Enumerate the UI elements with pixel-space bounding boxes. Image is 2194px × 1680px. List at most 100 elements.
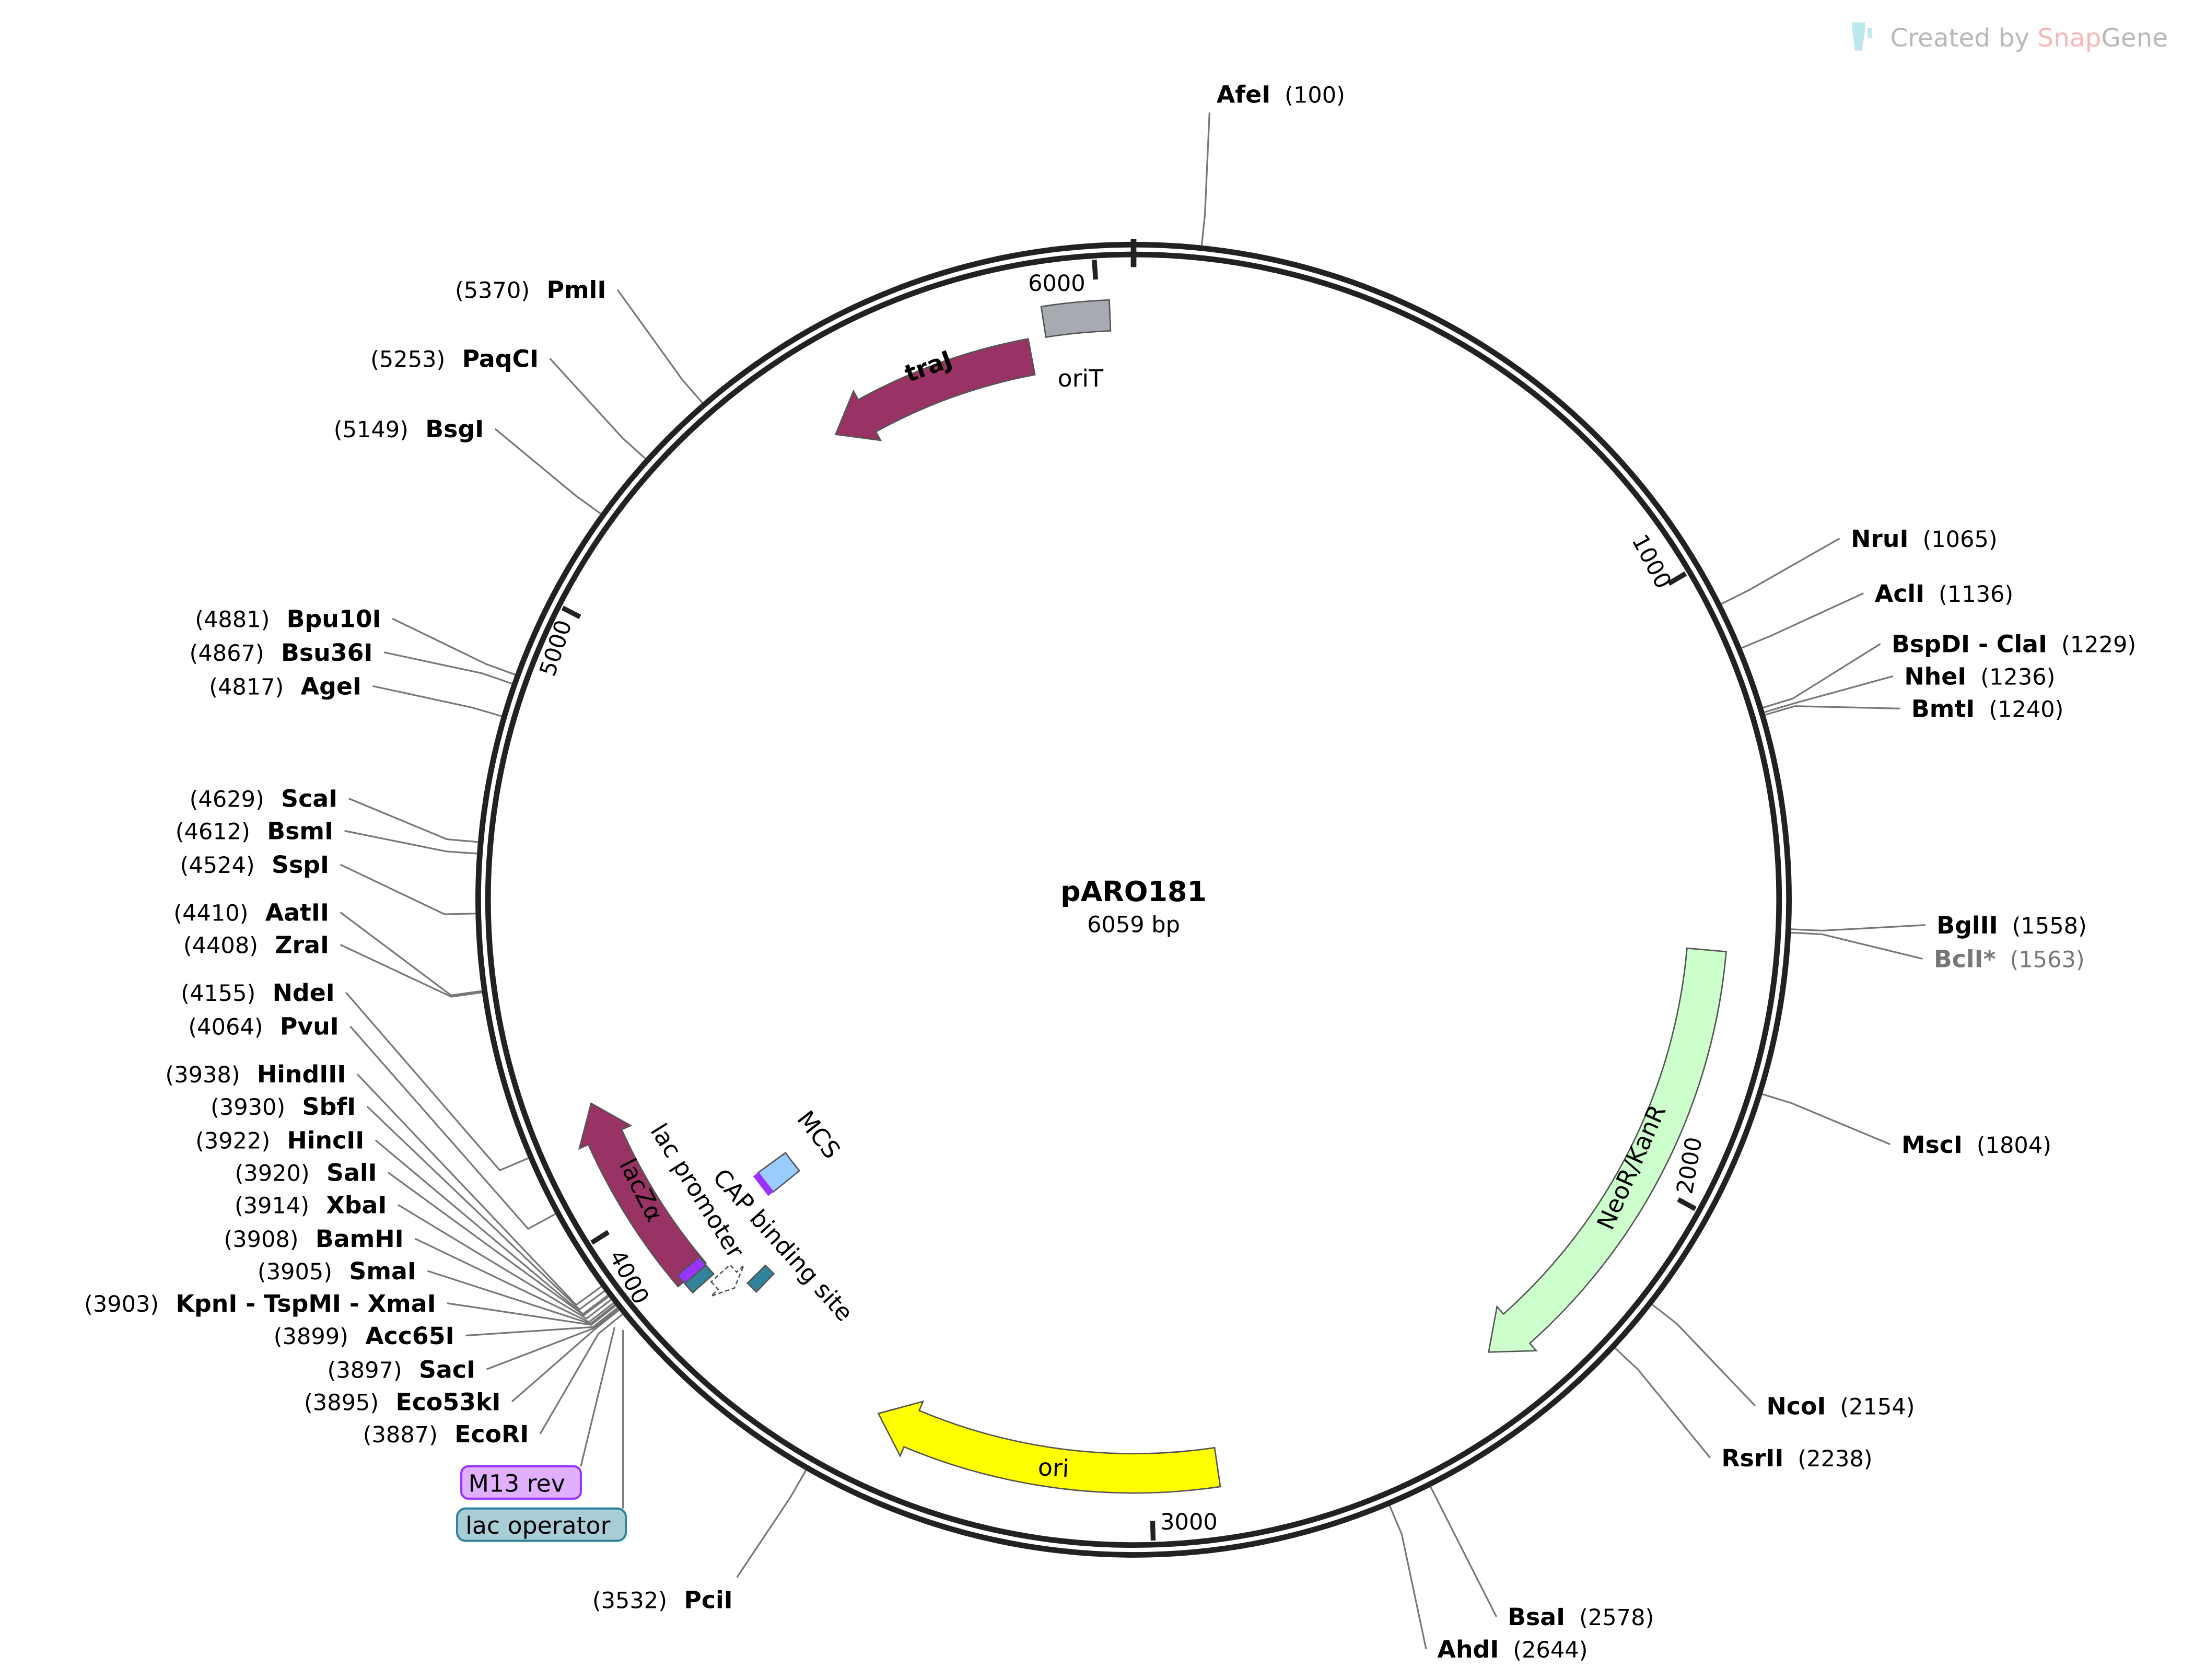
enzyme-site-agei: (4817)AgeI — [209, 672, 361, 700]
enzyme-position: (2154) — [1840, 1394, 1915, 1420]
svg-text:AclI(1136): AclI(1136) — [1875, 580, 2013, 608]
enzyme-position: (5370) — [455, 278, 530, 304]
svg-text:BspDI - ClaI(1229): BspDI - ClaI(1229) — [1892, 631, 2136, 658]
svg-text:(4612)BsmI: (4612)BsmI — [176, 818, 333, 845]
feature-lac-promoter — [710, 1264, 745, 1297]
enzyme-name: KpnI - TspMI - XmaI — [176, 1290, 436, 1317]
enzyme-label-line — [349, 1025, 556, 1230]
enzyme-site-acc65i: (3899) Acc65I — [274, 1322, 454, 1350]
enzyme-name: SmaI — [349, 1257, 416, 1285]
enzyme-name: MscI — [1901, 1131, 1963, 1159]
enzyme-site-kpni-tspmi-xmai: (3903) KpnI - TspMI - XmaI — [84, 1290, 436, 1317]
enzyme-label-line — [398, 1204, 612, 1320]
enzyme-label-line — [1388, 1505, 1427, 1650]
enzyme-name: NcoI — [1767, 1392, 1826, 1420]
enzyme-name: Acc65I — [365, 1322, 454, 1350]
feature-m13-rev — [676, 1256, 707, 1285]
enzyme-position: (100) — [1285, 82, 1345, 108]
svg-text:(4064)PvuI: (4064) PvuI — [188, 1013, 339, 1041]
tick-mark — [1677, 1197, 1697, 1211]
svg-text:(4410)AatII: (4410)AatII — [173, 899, 329, 927]
tube-icon — [1852, 22, 1872, 51]
enzyme-site-ahdi: AhdI(2644) — [1438, 1636, 1588, 1663]
enzyme-label-lines — [340, 112, 1925, 1650]
enzyme-name: AfeI — [1217, 80, 1270, 108]
enzyme-name: HincII — [287, 1127, 365, 1154]
enzyme-name: NruI — [1851, 525, 1908, 553]
boxed-feature-labels: M13 rev lac operator — [456, 1327, 627, 1542]
enzyme-name: Bsu36I — [281, 639, 372, 667]
svg-text:(3930)SbfI: (3930) SbfI — [211, 1093, 356, 1121]
enzyme-name: ScaI — [281, 785, 337, 813]
svg-text:(3532)PciI: (3532)PciI — [592, 1586, 733, 1614]
enzyme-site-pcii: (3532)PciI — [592, 1586, 733, 1614]
enzyme-site-ndei: (4155)NdeI — [181, 979, 335, 1007]
enzyme-name: NheI — [1904, 663, 1966, 691]
enzyme-position: (3914) — [235, 1193, 309, 1219]
snapgene-watermark: Created by SnapGene — [1852, 22, 2168, 53]
enzyme-label-line — [1765, 705, 1900, 716]
enzyme-name: BsmI — [267, 818, 333, 845]
enzyme-label-line — [344, 830, 477, 855]
enzyme-label-line — [1791, 924, 1925, 932]
enzyme-site-acli: AclI(1136) — [1875, 580, 2013, 608]
svg-text:BglII(1558): BglII(1558) — [1936, 912, 2086, 939]
enzyme-label-line — [348, 798, 479, 843]
enzyme-label-line — [447, 1302, 616, 1326]
enzyme-position: (3930) — [211, 1094, 285, 1121]
enzyme-position: (3903) — [84, 1291, 159, 1317]
enzyme-site-pmli: (5370)PmlI — [455, 276, 606, 304]
svg-text:(4629)ScaI: (4629) ScaI — [190, 785, 337, 813]
enzyme-site-bpu10i: (4881)Bpu10I — [195, 605, 381, 633]
enzyme-label-line — [388, 1172, 609, 1316]
feature-label-mcs: MCS — [791, 1105, 846, 1164]
enzyme-position: (1065) — [1922, 527, 1997, 553]
svg-text:(3897)SacI: (3897)SacI — [328, 1356, 475, 1383]
enzyme-position: (4064) — [188, 1014, 263, 1041]
enzyme-name: BsaI — [1508, 1603, 1565, 1631]
feature-traj — [834, 337, 1036, 441]
enzyme-label-line — [1762, 1093, 1891, 1146]
tick-mark — [590, 1230, 610, 1245]
tick-label: 2000 — [1672, 1135, 1707, 1196]
enzyme-label-line — [392, 617, 516, 675]
svg-text:(5253)PaqCI: (5253)PaqCI — [370, 345, 539, 372]
enzyme-label-line — [465, 1307, 618, 1337]
enzyme-name: AgeI — [301, 672, 361, 700]
enzyme-name: PvuI — [280, 1013, 339, 1041]
enzyme-label-line — [1614, 1347, 1711, 1459]
enzyme-site-scai: (4629) ScaI — [190, 785, 337, 813]
svg-text:(3887)EcoRI: (3887)EcoRI — [363, 1420, 529, 1448]
enzyme-site-pvui: (4064) PvuI — [188, 1013, 339, 1041]
enzyme-label-line — [356, 1073, 602, 1306]
enzyme-label-line — [1764, 675, 1894, 713]
enzyme-name: BamHI — [316, 1225, 404, 1253]
feature-neor-kanr — [1488, 947, 1727, 1353]
enzyme-name: SbfI — [302, 1093, 356, 1121]
tick-label: 3000 — [1160, 1509, 1218, 1535]
enzyme-position: (3905) — [258, 1259, 332, 1285]
enzyme-label-line — [366, 1105, 605, 1311]
tick-label: 6000 — [1028, 271, 1086, 297]
enzyme-site-hincii: (3922)HincII — [195, 1127, 364, 1154]
enzyme-site-sspi: (4524)SspI — [180, 851, 329, 879]
enzyme-site-zrai: (4408)ZraI — [183, 931, 329, 959]
enzyme-label-line — [427, 1270, 615, 1325]
m13-rev-label: M13 rev — [469, 1469, 565, 1497]
enzyme-position: (3899) — [274, 1324, 348, 1350]
feature-label-ori: ori — [1037, 1453, 1070, 1483]
enzyme-label-line — [511, 1309, 620, 1403]
enzyme-site-paqci: (5253)PaqCI — [370, 345, 539, 372]
enzyme-name: SacI — [419, 1356, 475, 1383]
features — [578, 299, 1727, 1494]
enzyme-name: AhdI — [1438, 1636, 1499, 1663]
enzyme-label-line — [1763, 643, 1881, 709]
svg-text:NruI(1065): NruI (1065) — [1851, 525, 1998, 553]
svg-text:(4408)ZraI: (4408)ZraI — [183, 931, 329, 959]
enzyme-label-line — [736, 1469, 807, 1578]
enzyme-label-line — [549, 358, 646, 460]
feature-ori — [877, 1400, 1221, 1494]
enzyme-position: (4629) — [190, 787, 264, 813]
enzyme-site-saci: (3897)SacI — [328, 1356, 475, 1383]
